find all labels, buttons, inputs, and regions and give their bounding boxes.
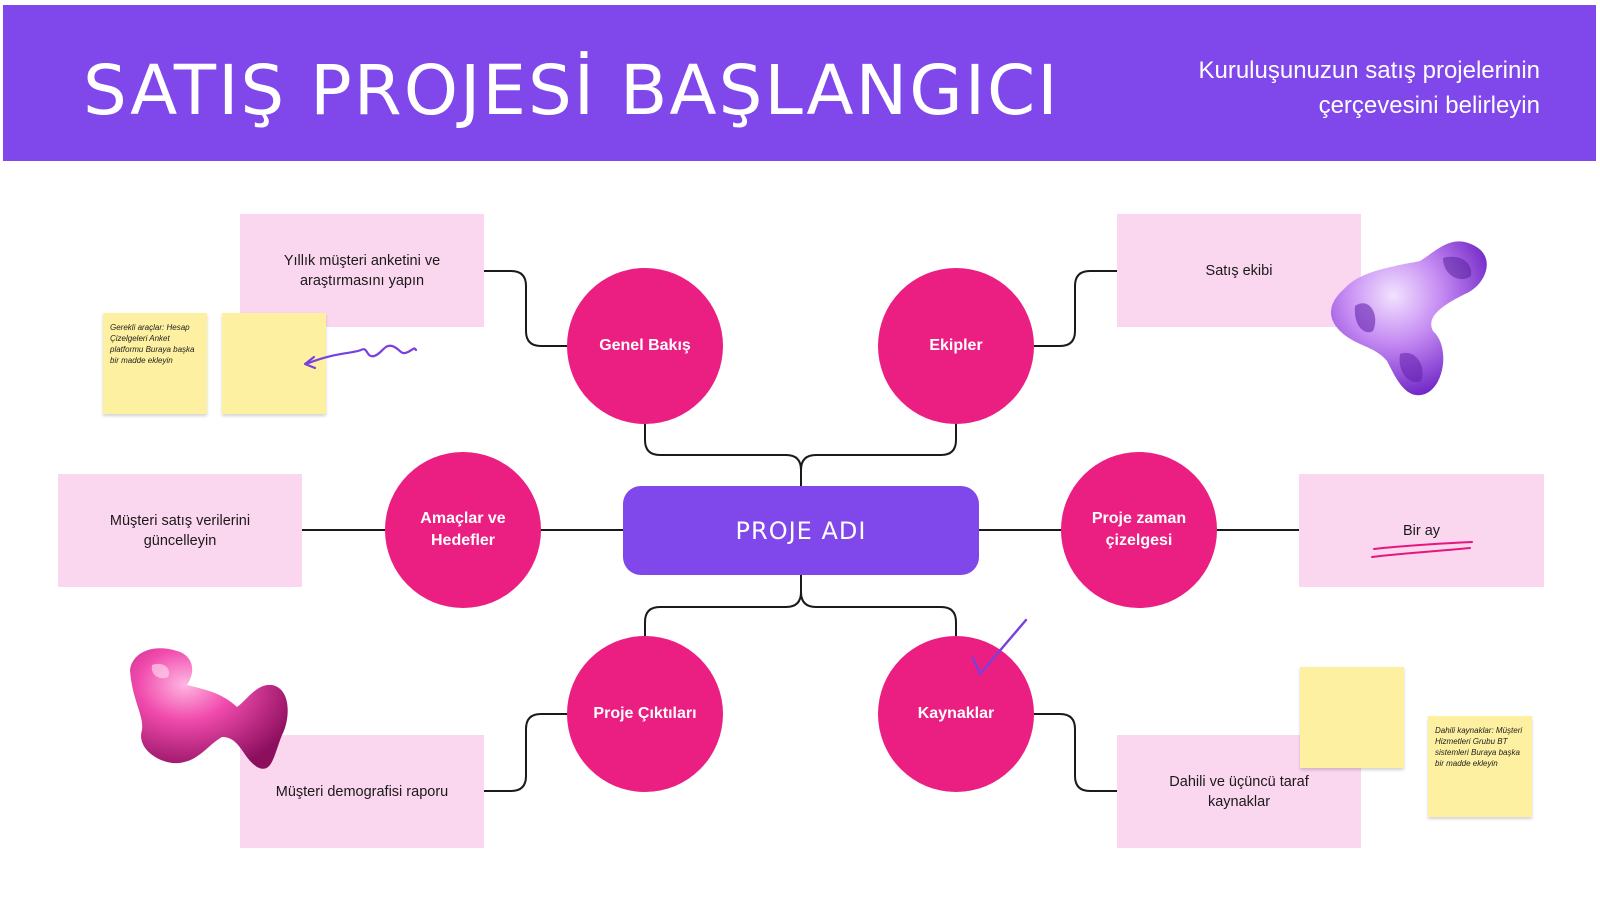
note-card-timeline[interactable]: Bir ay [1299, 474, 1544, 587]
pink-blob-shape-icon [130, 648, 288, 769]
sticky-note-tools-text: Gerekli araçlar: Hesap Çizelgeleri Anket… [110, 323, 195, 365]
connector-center-teams [800, 424, 957, 486]
note-card-teams[interactable]: Satış ekibi [1117, 214, 1361, 327]
page-title: SATIŞ PROJESİ BAŞLANGICI [83, 51, 1060, 131]
page-subtitle: Kuruluşunuzun satış projelerinin çerçeve… [1020, 53, 1540, 123]
topic-circle-goals[interactable]: Amaçlar ve Hedefler [385, 452, 541, 608]
connector-overview-card [484, 270, 567, 347]
topic-circle-resources[interactable]: Kaynaklar [878, 636, 1034, 792]
note-card-goals[interactable]: Müşteri satış verilerini güncelleyin [58, 474, 302, 587]
connector-center-resources [800, 575, 957, 636]
sticky-note-internal-resources[interactable]: Dahili kaynaklar: Müşteri Hizmetleri Gru… [1428, 716, 1532, 817]
header-banner: SATIŞ PROJESİ BAŞLANGICI Kuruluşunuzun s… [3, 5, 1596, 161]
purple-blob-shape-icon [1330, 241, 1487, 396]
topic-circle-timeline[interactable]: Proje zaman çizelgesi [1061, 452, 1217, 608]
connector-outputs-card [484, 713, 567, 792]
topic-circle-teams[interactable]: Ekipler [878, 268, 1034, 424]
subtitle-line-2: çerçevesini belirleyin [1318, 92, 1540, 119]
connector-resources-card [1034, 713, 1117, 792]
note-card-outputs[interactable]: Müşteri demografisi raporu [240, 735, 484, 848]
sticky-note-blank-right[interactable] [1300, 667, 1404, 768]
underline-scribble-icon [1371, 541, 1473, 558]
project-name-node[interactable]: PROJE ADI [623, 486, 979, 575]
squiggle-arrow-icon [303, 344, 418, 370]
sticky-note-internal-resources-text: Dahili kaynaklar: Müşteri Hizmetleri Gru… [1435, 726, 1523, 768]
sticky-note-tools[interactable]: Gerekli araçlar: Hesap Çizelgeleri Anket… [103, 313, 207, 414]
note-card-overview[interactable]: Yıllık müşteri anketini ve araştırmasını… [240, 214, 484, 327]
topic-circle-overview[interactable]: Genel Bakış [567, 268, 723, 424]
checkmark-icon [971, 618, 1028, 676]
connector-center-outputs [644, 575, 802, 636]
subtitle-line-1: Kuruluşunuzun satış projelerinin [1198, 57, 1540, 84]
connector-teams-card [1034, 270, 1117, 347]
connector-center-overview [644, 424, 802, 486]
topic-circle-outputs[interactable]: Proje Çıktıları [567, 636, 723, 792]
